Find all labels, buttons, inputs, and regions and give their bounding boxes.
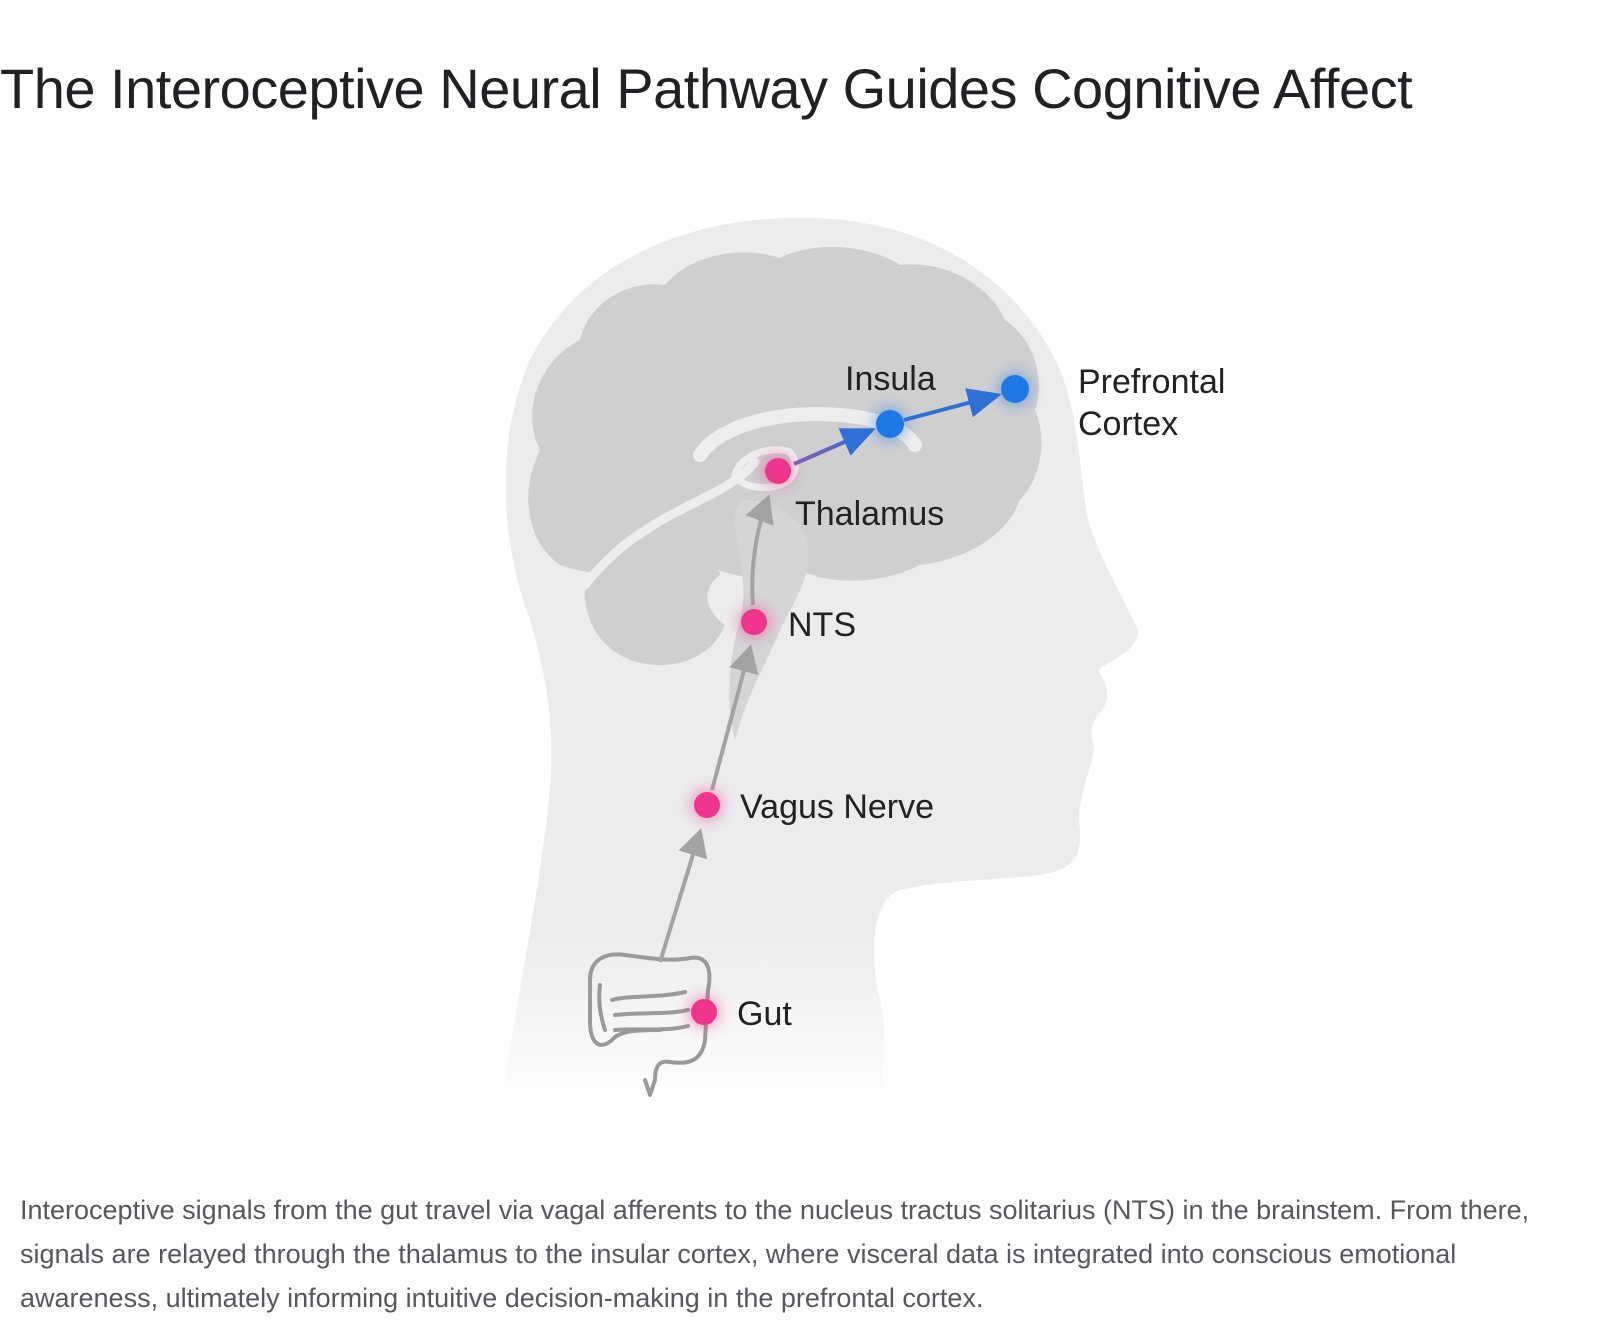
- node-vagus-nerve: [691, 789, 723, 821]
- label-prefrontal-line2: Cortex: [1078, 405, 1178, 443]
- node-prefrontal-cortex: [998, 372, 1032, 406]
- node-insula: [873, 407, 907, 441]
- page-title: The Interoceptive Neural Pathway Guides …: [0, 57, 1413, 120]
- pathway-diagram: Gut Vagus Nerve NTS Thalamus Insula Pref…: [500, 217, 1225, 1110]
- node-nts: [738, 606, 770, 638]
- gut-icon: [588, 952, 712, 1097]
- label-gut: Gut: [737, 995, 792, 1033]
- arrow-nts-to-thalamus: [745, 494, 774, 606]
- arrow-vagus-to-nts: [710, 644, 759, 791]
- node-gut: [688, 996, 720, 1028]
- thalamus-outline: [731, 446, 799, 491]
- label-thalamus: Thalamus: [795, 495, 944, 533]
- label-vagus-nerve: Vagus Nerve: [740, 788, 934, 826]
- label-insula: Insula: [845, 360, 936, 398]
- node-thalamus: [762, 455, 794, 487]
- arrow-gut-to-vagus: [658, 828, 708, 963]
- label-prefrontal-line1: Prefrontal: [1078, 363, 1225, 401]
- arrow-insula-to-prefrontal: [903, 388, 1002, 422]
- arrow-thalamus-to-insula: [793, 428, 876, 466]
- figure-caption: Interoceptive signals from the gut trave…: [20, 1195, 1530, 1313]
- label-nts: NTS: [788, 606, 856, 644]
- cerebellum: [584, 549, 725, 665]
